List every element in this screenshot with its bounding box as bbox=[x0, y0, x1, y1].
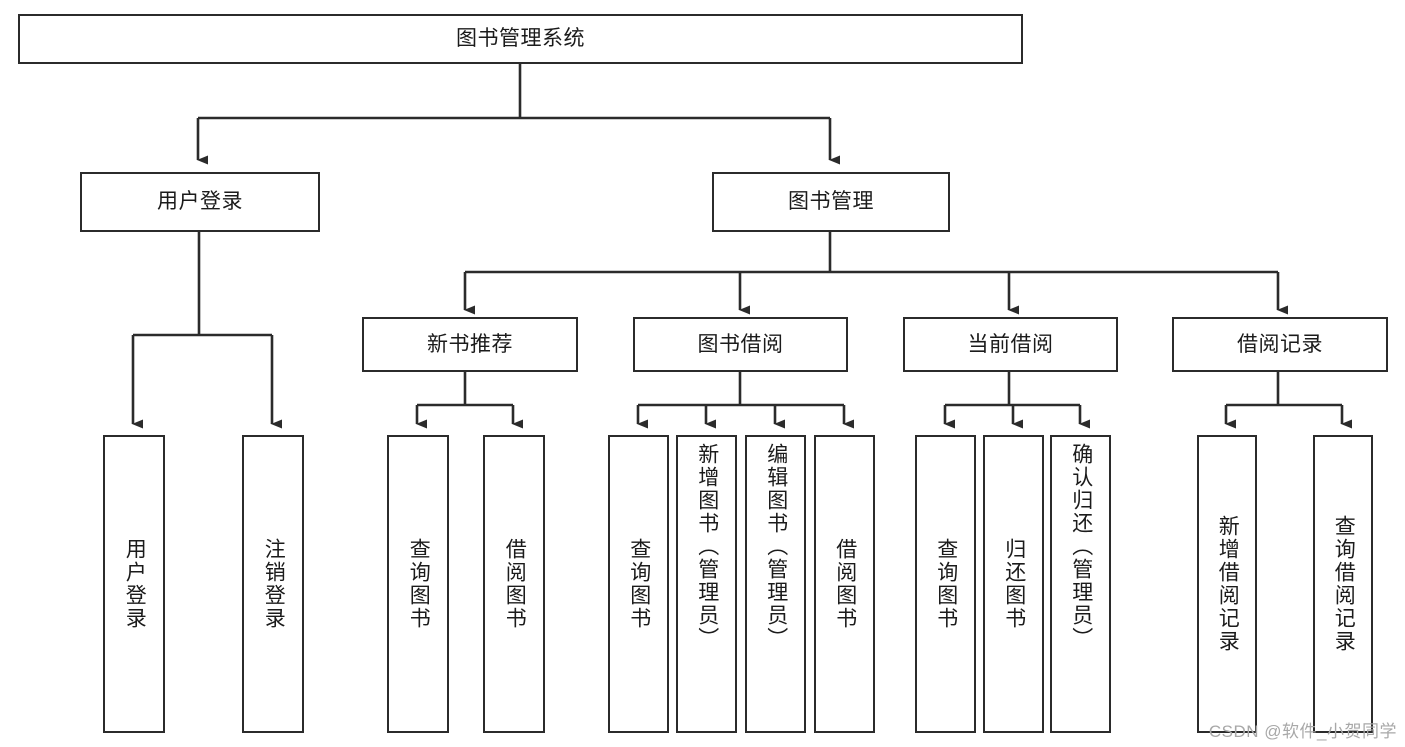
connector-borrowrecord-to-leaves bbox=[1224, 372, 1352, 429]
node-book-borrow[interactable]: 图书借阅 bbox=[633, 317, 848, 372]
leaf-edit-book-admin[interactable]: 编辑图书（管理员） bbox=[745, 435, 806, 733]
node-current-borrow[interactable]: 当前借阅 bbox=[903, 317, 1118, 372]
leaf-label: 查询图书 bbox=[407, 538, 431, 630]
node-label: 图书管理系统 bbox=[456, 27, 585, 51]
connector-currentborrow-to-leaves bbox=[943, 372, 1090, 429]
connector-newbook-to-leaves bbox=[415, 372, 523, 429]
connector-bookmgmt-to-level2 bbox=[463, 232, 1288, 315]
connector-userlogin-to-leaves bbox=[131, 232, 282, 429]
leaf-label: 用户登录 bbox=[123, 538, 147, 630]
leaf-logout[interactable]: 注销登录 bbox=[242, 435, 304, 733]
leaf-label: 归还图书 bbox=[1002, 538, 1026, 630]
leaf-label: 借阅图书 bbox=[833, 538, 857, 630]
connector-bookborrow-to-leaves bbox=[636, 372, 854, 429]
leaf-borrow-book-recommend[interactable]: 借阅图书 bbox=[483, 435, 545, 733]
node-label: 图书管理 bbox=[788, 190, 874, 214]
leaf-query-book-current[interactable]: 查询图书 bbox=[915, 435, 976, 733]
node-label: 用户登录 bbox=[157, 190, 243, 214]
leaf-label: 查询图书 bbox=[627, 538, 651, 630]
leaf-label: 查询借阅记录 bbox=[1332, 515, 1356, 653]
leaf-label: 注销登录 bbox=[262, 538, 286, 630]
leaf-label: 新增借阅记录 bbox=[1216, 515, 1240, 653]
leaf-query-book-borrow[interactable]: 查询图书 bbox=[608, 435, 669, 733]
leaf-borrow-book[interactable]: 借阅图书 bbox=[814, 435, 875, 733]
node-label: 借阅记录 bbox=[1237, 332, 1323, 356]
leaf-label: 编辑图书（管理员） bbox=[764, 443, 788, 650]
node-label: 图书借阅 bbox=[697, 332, 784, 356]
leaf-query-book-recommend[interactable]: 查询图书 bbox=[387, 435, 449, 733]
leaf-label: 新增图书（管理员） bbox=[695, 443, 719, 650]
node-label: 当前借阅 bbox=[967, 332, 1054, 356]
connector-root-to-level1 bbox=[196, 64, 840, 165]
leaf-label: 查询图书 bbox=[934, 538, 958, 630]
node-new-book-recommend[interactable]: 新书推荐 bbox=[362, 317, 578, 372]
node-book-management[interactable]: 图书管理 bbox=[712, 172, 950, 232]
leaf-query-borrow-record[interactable]: 查询借阅记录 bbox=[1313, 435, 1373, 733]
leaf-add-borrow-record[interactable]: 新增借阅记录 bbox=[1197, 435, 1257, 733]
leaf-add-book-admin[interactable]: 新增图书（管理员） bbox=[676, 435, 737, 733]
node-root-library-system[interactable]: 图书管理系统 bbox=[18, 14, 1023, 64]
leaf-user-login[interactable]: 用户登录 bbox=[103, 435, 165, 733]
leaf-return-book[interactable]: 归还图书 bbox=[983, 435, 1044, 733]
node-borrow-record[interactable]: 借阅记录 bbox=[1172, 317, 1388, 372]
node-user-login[interactable]: 用户登录 bbox=[80, 172, 320, 232]
leaf-label: 确认归还（管理员） bbox=[1069, 443, 1093, 650]
node-label: 新书推荐 bbox=[427, 332, 513, 356]
leaf-confirm-return-admin[interactable]: 确认归还（管理员） bbox=[1050, 435, 1111, 733]
leaf-label: 借阅图书 bbox=[503, 538, 527, 630]
